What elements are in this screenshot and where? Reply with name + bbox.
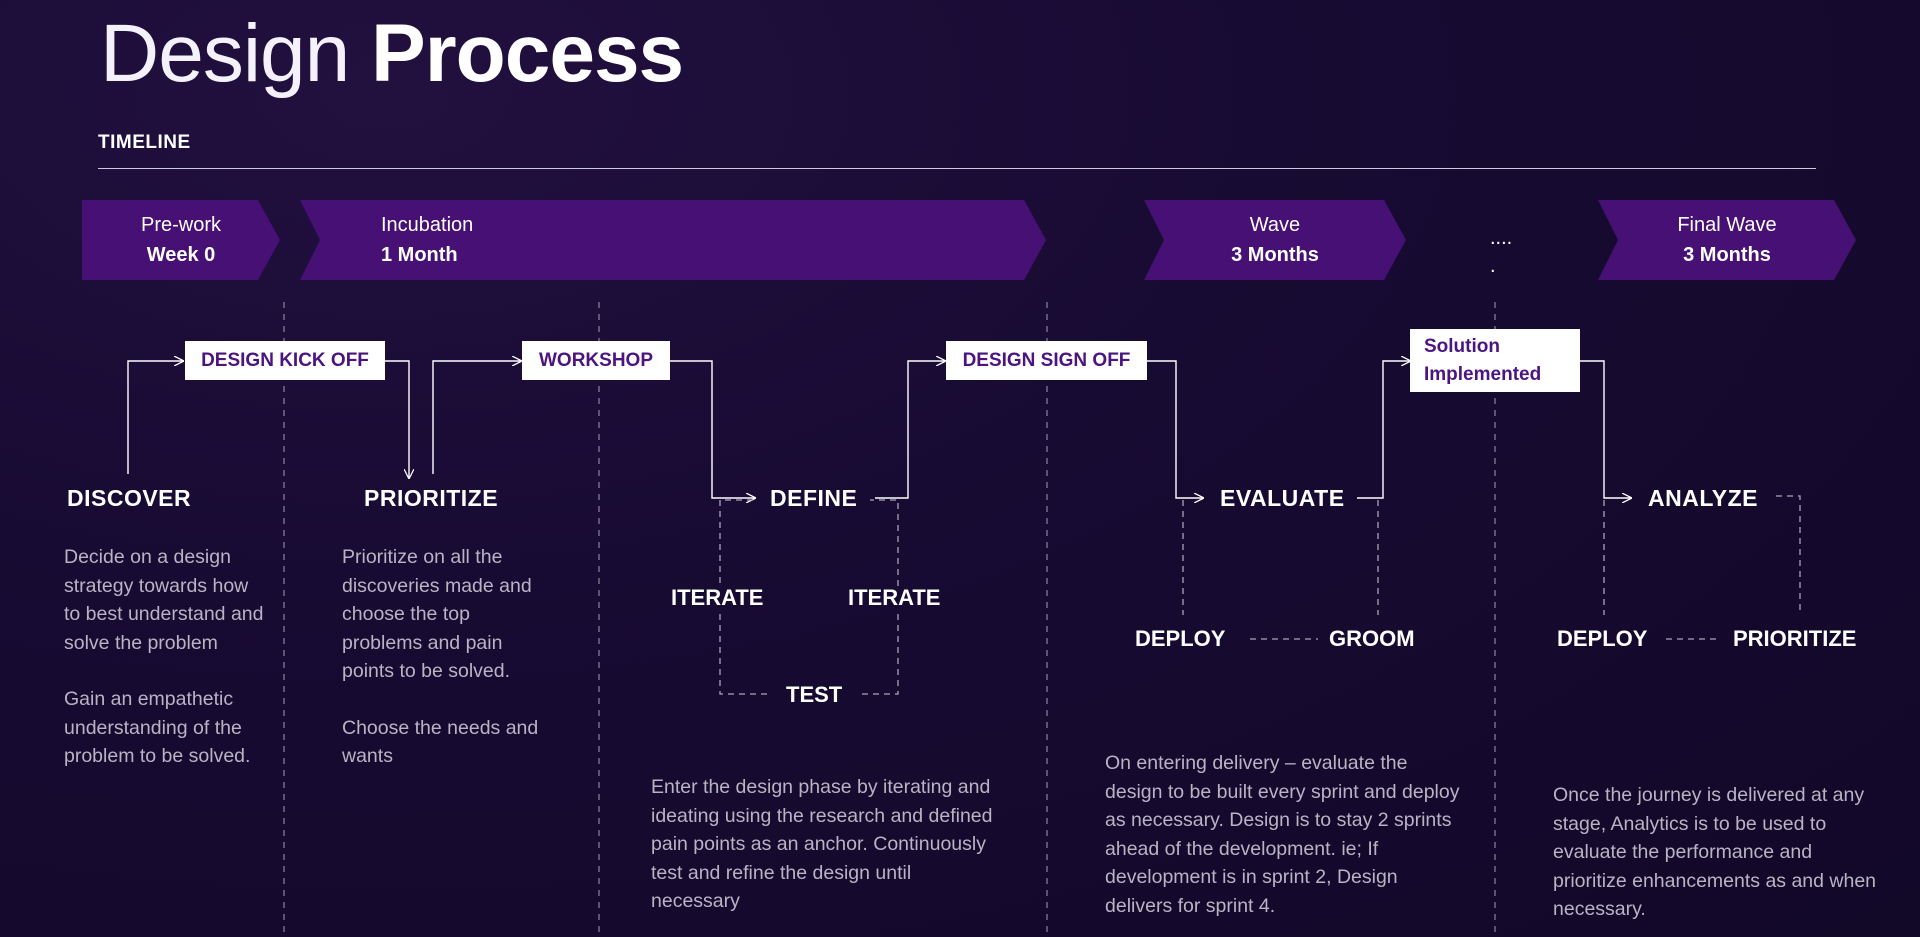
phase-duration: Week 0 bbox=[146, 244, 216, 266]
prioritize-desc-1: Prioritize on all the discoveries made a… bbox=[342, 546, 532, 682]
substep-groom: GROOM bbox=[1329, 626, 1415, 651]
title-light: Design bbox=[100, 8, 350, 99]
flow-arrows bbox=[127, 361, 1631, 498]
define-description: Enter the design phase by iterating and … bbox=[651, 776, 993, 912]
page-title: Design Process bbox=[100, 6, 684, 102]
substep-iterate-left: ITERATE bbox=[671, 585, 764, 610]
phase-prework: Pre-work Week 0 bbox=[82, 200, 280, 280]
phase-duration: 3 Months bbox=[1683, 244, 1771, 266]
phase-name: Final Wave bbox=[1677, 214, 1777, 236]
title-bold: Process bbox=[371, 8, 684, 99]
prioritize-description: Prioritize on all the discoveries made a… bbox=[342, 543, 542, 771]
substep-deploy-1: DEPLOY bbox=[1135, 626, 1226, 651]
substep-test: TEST bbox=[786, 682, 843, 707]
step-prioritize: PRIORITIZE bbox=[364, 485, 499, 511]
solution-implemented-tag: Solution Implemented bbox=[1410, 329, 1580, 392]
phase-wave: Wave 3 Months bbox=[1144, 200, 1406, 280]
substep-deploy-2: DEPLOY bbox=[1557, 626, 1648, 651]
step-evaluate: EVALUATE bbox=[1220, 485, 1345, 511]
substep-iterate-right: ITERATE bbox=[848, 585, 941, 610]
ellipsis-dots: .... bbox=[1490, 227, 1513, 249]
discover-desc-2: Gain an empathetic understanding of the … bbox=[64, 688, 251, 767]
phase-name: Incubation bbox=[381, 214, 474, 236]
timeline-label: TIMELINE bbox=[98, 132, 191, 153]
analyze-description: Once the journey is delivered at any sta… bbox=[1553, 784, 1877, 920]
workshop-tag: WORKSHOP bbox=[522, 341, 670, 380]
phase-name: Wave bbox=[1249, 214, 1301, 236]
phase-name: Pre-work bbox=[140, 214, 221, 236]
loop-lines bbox=[719, 495, 1801, 695]
phase-incubation: Incubation 1 Month bbox=[300, 200, 1046, 280]
evaluate-description: On entering delivery – evaluate the desi… bbox=[1105, 752, 1460, 917]
solution-implemented-line2: Implemented bbox=[1424, 363, 1542, 385]
phase-duration: 3 Months bbox=[1231, 244, 1319, 266]
design-signoff-tag: DESIGN SIGN OFF bbox=[946, 341, 1147, 380]
phase-duration: 1 Month bbox=[381, 244, 458, 266]
step-analyze: ANALYZE bbox=[1648, 485, 1758, 511]
phase-final-wave: Final Wave 3 Months bbox=[1598, 200, 1856, 280]
solution-implemented-line1: Solution bbox=[1424, 335, 1500, 357]
design-kickoff-tag: DESIGN KICK OFF bbox=[185, 341, 385, 380]
discover-desc-1: Decide on a design strategy towards how … bbox=[64, 546, 264, 654]
step-define: DEFINE bbox=[770, 485, 858, 511]
step-discover: DISCOVER bbox=[67, 485, 192, 511]
timeline-rule bbox=[98, 168, 1816, 169]
ellipsis-dot: . bbox=[1490, 255, 1496, 277]
phase-dividers bbox=[283, 302, 1496, 937]
substep-prioritize: PRIORITIZE bbox=[1733, 626, 1857, 651]
discover-description: Decide on a design strategy towards how … bbox=[64, 543, 264, 771]
prioritize-desc-2: Choose the needs and wants bbox=[342, 716, 539, 768]
